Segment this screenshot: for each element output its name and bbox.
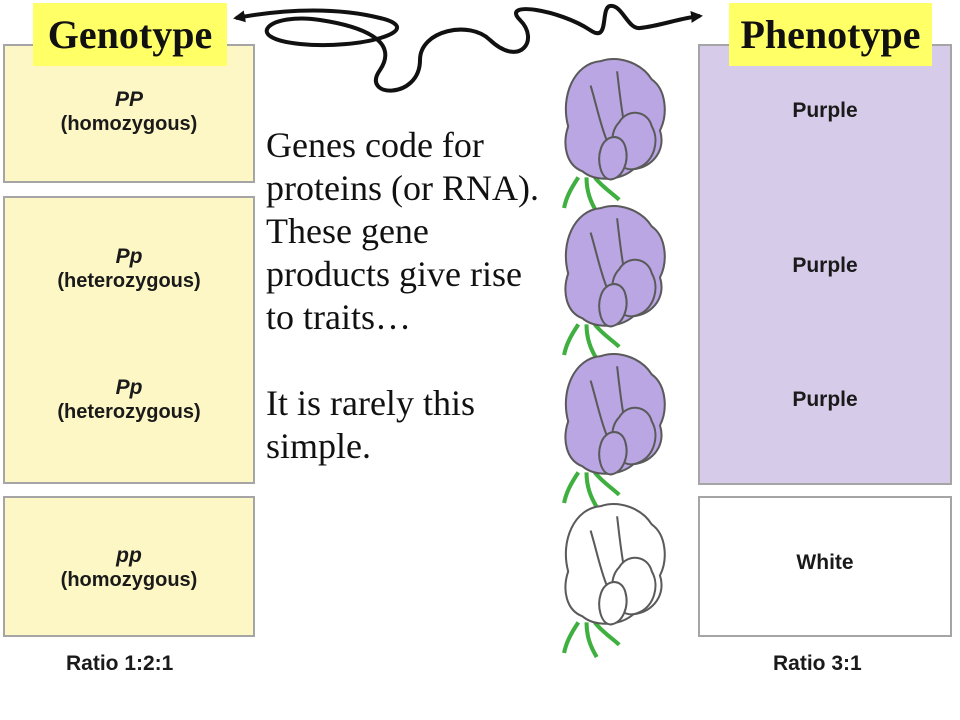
genotype-symbol: PP [114, 88, 143, 111]
phenotype-header: Phenotype [729, 3, 932, 66]
genotype-box-recessive-homozygous [3, 496, 255, 637]
body-text: Genes code for proteins (or RNA). These … [266, 124, 596, 468]
genotype-type: (heterozygous) [57, 270, 201, 292]
genotype-symbol: Pp [115, 376, 143, 399]
genotype-label-2: Pp (heterozygous) [3, 245, 255, 293]
phenotype-label-2: Purple [792, 254, 858, 277]
phenotype-box-white [698, 496, 952, 637]
purple-flower-icon [564, 206, 665, 359]
purple-flower-icon [564, 354, 665, 507]
body-line: to traits… [266, 297, 411, 337]
genotype-symbol: pp [116, 544, 142, 567]
genotype-label-3: Pp (heterozygous) [3, 376, 255, 424]
genotype-ratio: Ratio 1:2:1 [66, 652, 174, 675]
genotype-type: (heterozygous) [57, 401, 201, 423]
purple-flower-icon [564, 59, 665, 212]
genotype-header: Genotype [33, 3, 227, 66]
body-line: These gene [266, 211, 429, 251]
body-line: products give rise [266, 254, 522, 294]
phenotype-ratio: Ratio 3:1 [773, 652, 862, 675]
note-line: It is rarely this [266, 383, 475, 423]
genotype-box-pp-heterozygous [3, 196, 255, 484]
genotype-symbol: Pp [115, 245, 143, 268]
phenotype-box-purple [698, 44, 952, 485]
note-line: simple. [266, 426, 371, 466]
genotype-type: (homozygous) [60, 113, 198, 135]
double-arrow-squiggle [233, 4, 703, 93]
genotype-type: (homozygous) [60, 569, 198, 591]
genotype-label-4: pp (homozygous) [3, 544, 255, 592]
phenotype-label-1: Purple [792, 99, 858, 122]
genotype-label-1: PP (homozygous) [3, 88, 255, 136]
body-line: proteins (or RNA). [266, 168, 539, 208]
body-line: Genes code for [266, 125, 484, 165]
phenotype-label-3: Purple [792, 388, 858, 411]
phenotype-label-4: White [796, 551, 854, 574]
white-flower-icon [564, 504, 665, 657]
